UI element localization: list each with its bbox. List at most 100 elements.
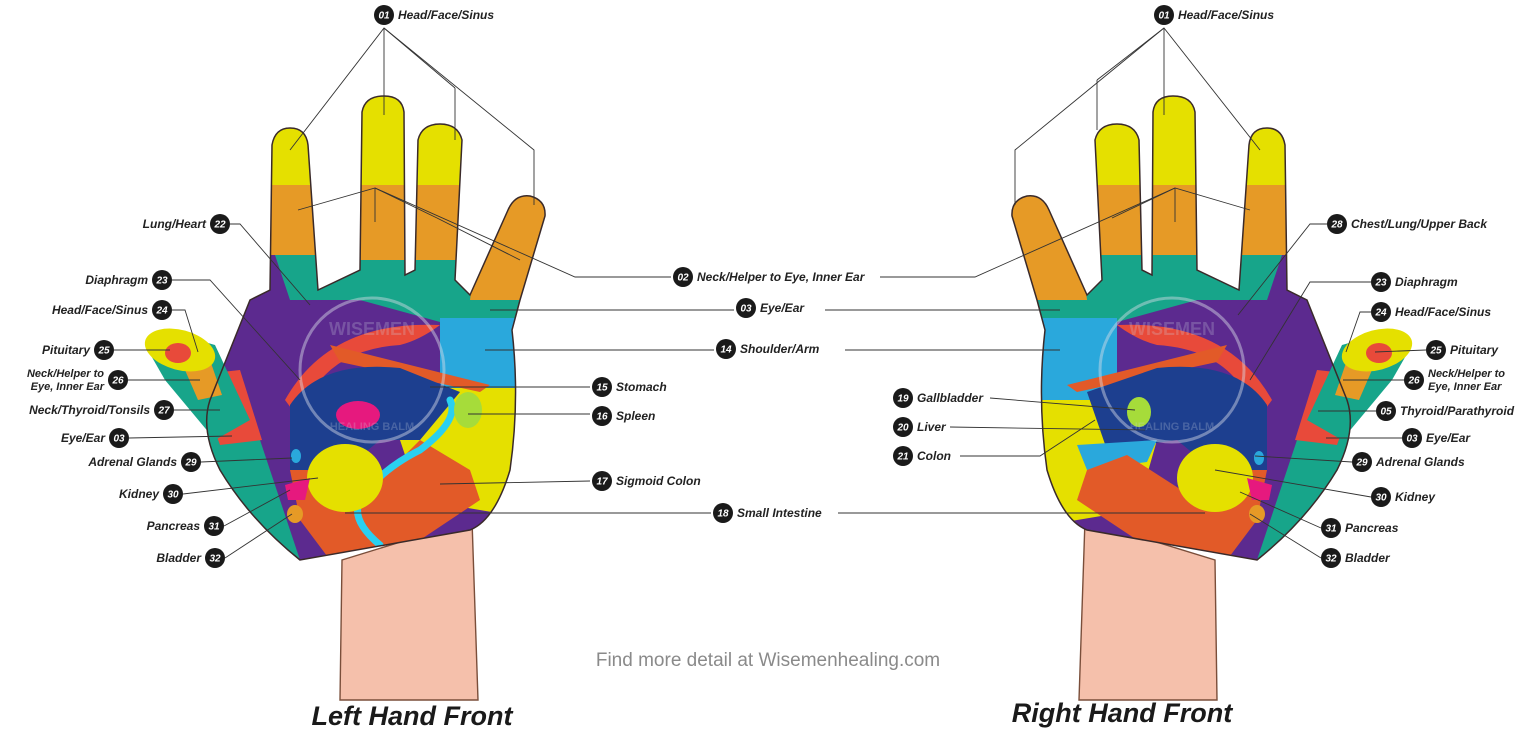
right-label-25-4-number: 25 xyxy=(1429,346,1442,357)
right-label-19-12-text: Gallbladder xyxy=(917,391,984,405)
center-label-15-3-number: 15 xyxy=(596,383,608,394)
left-label-27-6-number: 27 xyxy=(157,406,170,417)
right-label-31-10-number: 31 xyxy=(1325,524,1337,535)
right-label-01-0-number: 01 xyxy=(1158,11,1170,22)
right-label-32-11: 32Bladder xyxy=(1321,548,1391,568)
left-label-03-7-text: Eye/Ear xyxy=(61,431,106,445)
left-label-25-4-text: Pituitary xyxy=(42,343,91,357)
right-label-30-9-number: 30 xyxy=(1375,493,1387,504)
right-label-01-0: 01 Head/Face/Sinus xyxy=(1154,5,1274,25)
left-zone-bladder xyxy=(287,505,303,523)
right-label-25-4-text: Pituitary xyxy=(1450,343,1499,357)
right-label-01-0-text: Head/Face/Sinus xyxy=(1178,8,1274,22)
left-label-03-7: 03 Eye/Ear xyxy=(61,428,129,448)
left-label-32-11-number: 32 xyxy=(209,554,221,565)
left-label-24-3-text: Head/Face/Sinus xyxy=(52,303,148,317)
left-label-22-1-text: Lung/Heart xyxy=(143,217,207,231)
left-label-24-3: 24 Head/Face/Sinus xyxy=(52,300,172,320)
left-label-31-10: 31 Pancreas xyxy=(147,516,224,536)
left-label-01-0-text: Head/Face/Sinus xyxy=(398,8,494,22)
right-label-20-13-number: 20 xyxy=(896,423,909,434)
leader-left-01-c xyxy=(384,28,455,88)
center-label-18-6-text: Small Intestine xyxy=(737,506,822,520)
center-label-18-6-number: 18 xyxy=(717,509,729,520)
left-zone-finger-tips xyxy=(150,90,570,185)
left-label-26-5-number: 26 xyxy=(111,376,124,387)
right-label-28-1-number: 28 xyxy=(1330,220,1343,231)
right-label-24-3-number: 24 xyxy=(1374,308,1387,319)
center-label-02-0-text: Neck/Helper to Eye, Inner Ear xyxy=(697,270,866,284)
center-label-14-2-number: 14 xyxy=(720,345,732,356)
left-label-23-2: 23 Diaphragm xyxy=(85,270,172,290)
right-label-26-5-number: 26 xyxy=(1407,376,1420,387)
center-label-02-0: 02 Neck/Helper to Eye, Inner Ear xyxy=(673,267,866,287)
left-zone-adrenal xyxy=(291,449,301,463)
right-label-31-10: 31 Pancreas xyxy=(1321,518,1399,538)
center-label-02-0-number: 02 xyxy=(677,273,689,284)
right-label-28-1-text: Chest/Lung/Upper Back xyxy=(1351,217,1488,231)
left-label-26-5-text-line2: Eye, Inner Ear xyxy=(31,381,105,393)
left-label-23-2-text: Diaphragm xyxy=(85,273,148,287)
left-label-24-3-number: 24 xyxy=(155,306,168,317)
left-label-30-9-text: Kidney xyxy=(119,487,160,501)
center-label-15-3: 15 Stomach xyxy=(592,377,667,397)
right-label-19-12-number: 19 xyxy=(897,394,909,405)
center-label-17-5-text: Sigmoid Colon xyxy=(616,474,701,488)
right-label-23-2-number: 23 xyxy=(1374,278,1387,289)
right-label-21-14: 21Colon xyxy=(893,446,951,466)
left-label-01-0-number: 01 xyxy=(378,11,390,22)
center-label-16-4-text: Spleen xyxy=(616,409,655,423)
left-hand-caption: Left Hand Front xyxy=(312,701,514,731)
right-label-29-8-number: 29 xyxy=(1355,458,1368,469)
right-label-30-9: 30Kidney xyxy=(1371,487,1436,507)
svg-text:HEALING BALM: HEALING BALM xyxy=(1130,421,1214,433)
left-zone-spleen xyxy=(454,392,482,428)
right-label-23-2-text: Diaphragm xyxy=(1395,275,1458,289)
right-hand-caption: Right Hand Front xyxy=(1012,698,1233,728)
left-zone-kidney xyxy=(307,444,383,512)
left-label-22-1-number: 22 xyxy=(213,220,226,231)
left-label-22-1: 22 Lung/Heart xyxy=(143,214,230,234)
left-hand-illustration xyxy=(140,90,570,700)
right-label-03-7: 03Eye/Ear xyxy=(1402,428,1471,448)
left-label-25-4-number: 25 xyxy=(97,346,110,357)
right-label-26-5: 26 Neck/Helper toEye, Inner Ear xyxy=(1404,368,1505,393)
right-label-24-3-text: Head/Face/Sinus xyxy=(1395,305,1491,319)
svg-text:WISEMEN: WISEMEN xyxy=(1129,319,1215,339)
left-label-30-9: 30 Kidney xyxy=(119,484,183,504)
center-label-14-2-text: Shoulder/Arm xyxy=(740,342,820,356)
center-label-17-5-number: 17 xyxy=(596,477,608,488)
left-label-25-4: 25 Pituitary xyxy=(42,340,114,360)
left-label-31-10-number: 31 xyxy=(208,522,220,533)
right-label-28-1: 28 Chest/Lung/Upper Back xyxy=(1327,214,1488,234)
left-label-30-9-number: 30 xyxy=(167,490,179,501)
left-label-32-11-text: Bladder xyxy=(156,551,202,565)
left-label-29-8: 29 Adrenal Glands xyxy=(87,452,201,472)
center-label-15-3-text: Stomach xyxy=(616,380,667,394)
left-label-31-10-text: Pancreas xyxy=(147,519,201,533)
right-label-26-5-text: Neck/Helper to xyxy=(1428,368,1505,380)
right-label-24-3: 24 Head/Face/Sinus xyxy=(1371,302,1491,322)
left-label-26-5-text: Neck/Helper to xyxy=(27,368,104,380)
left-label-29-8-text: Adrenal Glands xyxy=(87,455,177,469)
left-label-03-7-number: 03 xyxy=(113,434,125,445)
center-label-03-1-number: 03 xyxy=(740,304,752,315)
left-label-23-2-number: 23 xyxy=(155,276,168,287)
right-label-19-12: 19 Gallbladder xyxy=(893,388,984,408)
leader-left-01-a xyxy=(290,28,534,205)
center-label-17-5: 17 Sigmoid Colon xyxy=(592,471,701,491)
right-label-21-14-text: Colon xyxy=(917,449,951,463)
right-label-25-4: 25 Pituitary xyxy=(1426,340,1499,360)
right-label-05-6-text: Thyroid/Parathyroid xyxy=(1400,404,1515,418)
left-label-29-8-number: 29 xyxy=(184,458,197,469)
right-label-26-5-text-line2: Eye, Inner Ear xyxy=(1428,381,1502,393)
right-label-31-10-text: Pancreas xyxy=(1345,521,1399,535)
right-label-20-13-text: Liver xyxy=(917,420,947,434)
